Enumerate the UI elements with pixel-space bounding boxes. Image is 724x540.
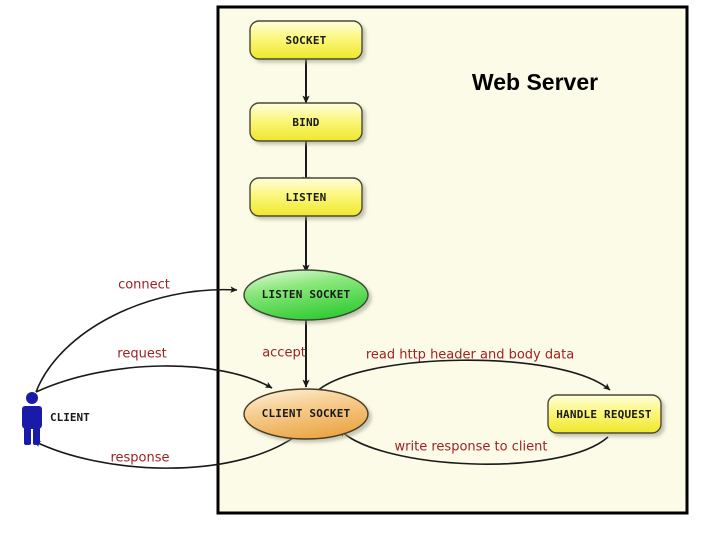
edge-label-connect: connect xyxy=(118,278,170,293)
edge-label-write-response: write response to client xyxy=(395,440,548,455)
node-handle-request-label: HANDLE REQUEST xyxy=(556,408,652,421)
node-bind[interactable]: BIND xyxy=(249,102,363,142)
edge-request-arrow xyxy=(35,365,273,393)
edge-connect-arrow xyxy=(35,286,238,393)
client-server-curves xyxy=(33,286,297,469)
node-client-socket-label: CLIENT SOCKET xyxy=(262,407,351,420)
edge-label-response: response xyxy=(110,451,169,466)
server-title: Web Server xyxy=(472,69,598,95)
edge-read-http-arrow xyxy=(315,359,611,393)
node-socket[interactable]: SOCKET xyxy=(249,20,363,60)
node-bind-shape xyxy=(249,102,363,142)
node-listen-shape xyxy=(249,177,363,217)
node-handle-request-shape xyxy=(547,394,662,434)
node-listen-socket-shape xyxy=(243,269,369,321)
edge-response-arrow xyxy=(33,435,297,469)
edge-label-request: request xyxy=(117,347,166,362)
node-bind-label: BIND xyxy=(292,116,319,129)
client-actor[interactable]: CLIENT xyxy=(22,392,90,445)
node-listen-socket[interactable]: LISTEN SOCKET xyxy=(243,269,369,321)
node-client-socket[interactable]: CLIENT SOCKET xyxy=(243,388,369,440)
handle-request-loop xyxy=(315,359,611,465)
edge-label-read-http: read http header and body data xyxy=(366,348,574,363)
node-listen-socket-label: LISTEN SOCKET xyxy=(262,288,351,301)
node-socket-label: SOCKET xyxy=(286,34,327,47)
edge-labels: accept connect request response read htt… xyxy=(110,278,574,466)
node-listen-label: LISTEN xyxy=(286,191,327,204)
edge-write-response-arrow xyxy=(339,429,609,465)
node-client-socket-shape xyxy=(243,388,369,440)
node-handle-request[interactable]: HANDLE REQUEST xyxy=(547,394,662,434)
edge-label-accept: accept xyxy=(262,346,306,361)
client-label: CLIENT xyxy=(50,411,90,424)
node-socket-shape xyxy=(249,20,363,60)
node-listen[interactable]: LISTEN xyxy=(249,177,363,217)
person-icon xyxy=(22,392,42,445)
